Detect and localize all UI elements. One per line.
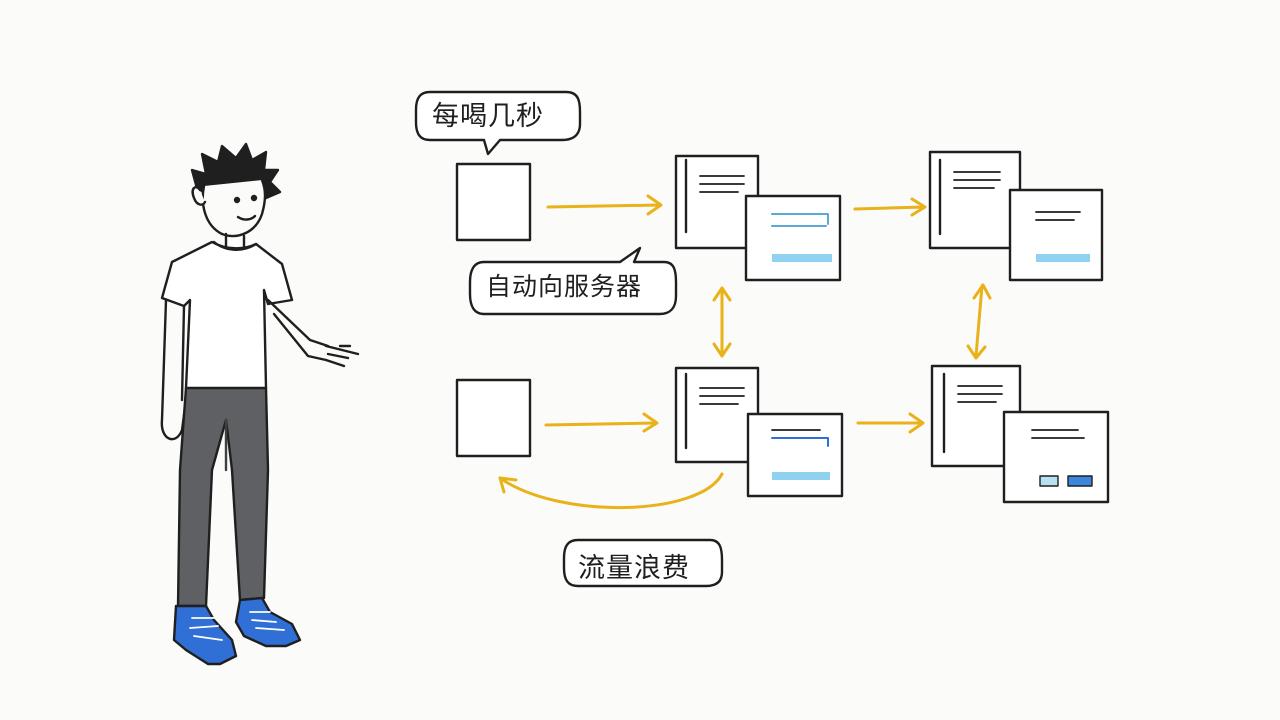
arrow-vertical-left bbox=[712, 286, 732, 358]
document-stack-icon bbox=[674, 366, 844, 498]
arrow-row1-b bbox=[853, 197, 927, 217]
arrow-row1-a bbox=[546, 194, 663, 216]
client-box-icon bbox=[455, 378, 532, 458]
speech-bubble-middle bbox=[468, 246, 678, 316]
client-box-icon bbox=[455, 162, 532, 242]
arrow-row2-a bbox=[544, 412, 659, 433]
bubble-label-top: 每喝几秒 bbox=[432, 101, 544, 132]
document-stack-icon bbox=[930, 364, 1110, 504]
document-stack-icon bbox=[674, 154, 842, 282]
person-illustration bbox=[160, 142, 360, 666]
arrow-curved-return bbox=[498, 472, 724, 510]
flow-arrows bbox=[498, 194, 992, 510]
arrow-row2-b bbox=[856, 412, 925, 434]
bubble-label-middle: 自动向服务器 bbox=[486, 272, 643, 301]
arrow-vertical-right bbox=[966, 283, 992, 360]
bubble-label-bottom: 流量浪费 bbox=[578, 553, 690, 584]
speech-bubble-bottom bbox=[562, 538, 724, 588]
speech-bubble-top bbox=[414, 90, 582, 156]
document-stack-icon bbox=[928, 150, 1104, 282]
